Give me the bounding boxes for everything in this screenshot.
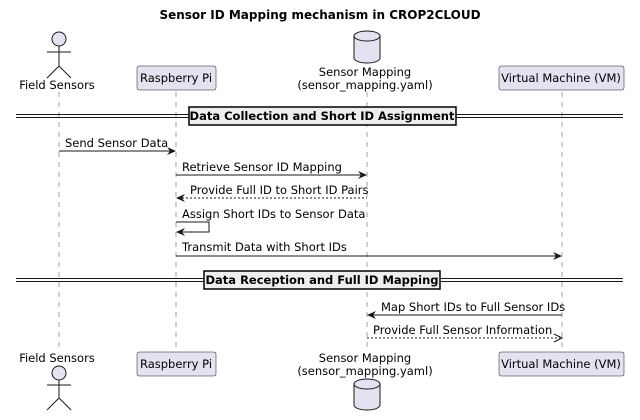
participant-field-sensors-bottom: Field Sensors: [19, 351, 95, 411]
message-retrieve-mapping: Retrieve Sensor ID Mapping: [176, 160, 367, 179]
divider-data-reception: Data Reception and Full ID Mapping: [16, 270, 623, 290]
diagram-title: Sensor ID Mapping mechanism in CROP2CLOU…: [159, 8, 480, 22]
message-label: Provide Full Sensor Information: [373, 323, 552, 337]
participant-label: Virtual Machine (VM): [501, 357, 621, 371]
participant-label-line-2: (sensor_mapping.yaml): [297, 78, 432, 92]
participant-sensor-mapping-top: Sensor Mapping (sensor_mapping.yaml): [297, 30, 433, 92]
participant-label: Virtual Machine (VM): [501, 71, 621, 85]
divider-label: Data Collection and Short ID Assignment: [190, 109, 455, 123]
participant-box: [498, 351, 625, 377]
message-provide-full-info: Provide Full Sensor Information: [367, 323, 564, 343]
participant-field-sensors-top: Field Sensors: [19, 31, 95, 92]
message-label: Transmit Data with Short IDs: [181, 240, 347, 254]
participant-box: [498, 65, 625, 91]
message-label: Assign Short IDs to Sensor Data: [182, 207, 365, 221]
database-icon: [353, 30, 381, 64]
participant-sensor-mapping-bottom: Sensor Mapping (sensor_mapping.yaml): [297, 351, 433, 411]
actor-icon: [46, 365, 72, 411]
participant-box: [136, 65, 217, 91]
message-label: Send Sensor Data: [65, 136, 168, 150]
divider-box: [188, 106, 457, 126]
participant-virtual-machine-top: Virtual Machine (VM): [498, 65, 625, 91]
participant-raspberry-pi-top: Raspberry Pi: [136, 65, 217, 91]
divider-box: [203, 270, 441, 290]
participant-box: [136, 351, 217, 377]
divider-data-collection: Data Collection and Short ID Assignment: [16, 106, 623, 126]
actor-icon: [46, 31, 72, 79]
participant-label-line-1: Sensor Mapping: [319, 351, 411, 365]
participant-label: Field Sensors: [19, 351, 95, 365]
message-label: Provide Full ID to Short ID Pairs: [190, 183, 369, 197]
message-send-sensor-data: Send Sensor Data: [59, 136, 176, 155]
participant-label: Field Sensors: [19, 78, 95, 92]
message-label: Map Short IDs to Full Sensor IDs: [381, 300, 565, 314]
divider-label: Data Reception and Full ID Mapping: [206, 273, 439, 287]
message-provide-id-pairs: Provide Full ID to Short ID Pairs: [176, 183, 369, 202]
database-icon: [353, 378, 381, 411]
message-map-short-ids: Map Short IDs to Full Sensor IDs: [367, 300, 565, 319]
participant-label: Raspberry Pi: [140, 357, 212, 371]
participant-label: Raspberry Pi: [140, 71, 212, 85]
participant-label-line-2: (sensor_mapping.yaml): [297, 364, 432, 378]
message-transmit-data: Transmit Data with Short IDs: [176, 240, 562, 260]
participant-label-line-1: Sensor Mapping: [319, 65, 411, 79]
participant-raspberry-pi-bottom: Raspberry Pi: [136, 351, 217, 377]
message-label: Retrieve Sensor ID Mapping: [182, 160, 342, 174]
participant-virtual-machine-bottom: Virtual Machine (VM): [498, 351, 625, 377]
message-assign-short-ids: Assign Short IDs to Sensor Data: [176, 207, 365, 236]
